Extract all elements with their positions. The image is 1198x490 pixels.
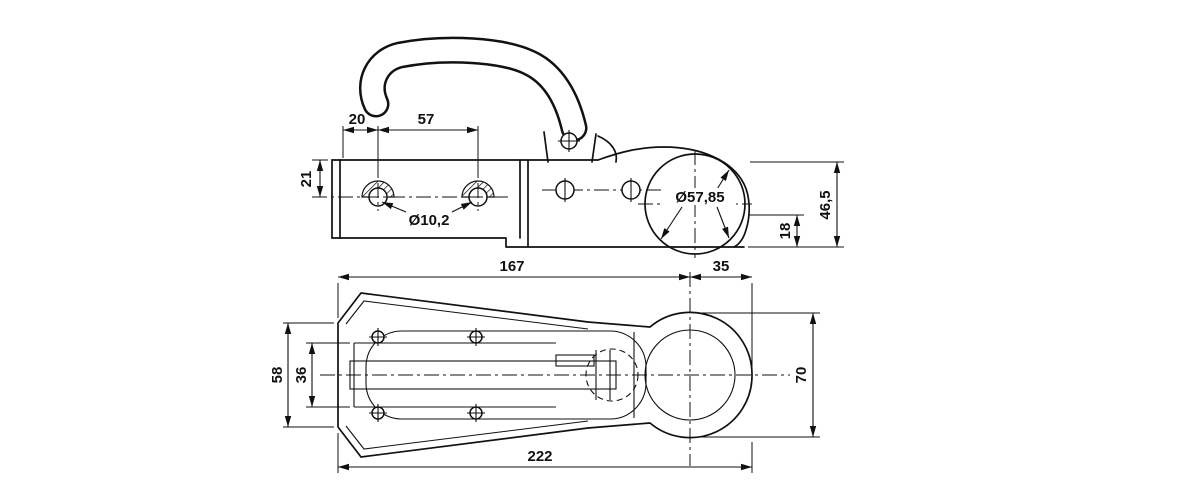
dim-hole-spacing: 57 (418, 111, 435, 128)
dim-ball-diameter: Ø57,85 (675, 189, 724, 206)
dim-ball-center-height: 18 (777, 223, 794, 240)
head-holes (542, 178, 664, 202)
handle-pivot-bracket (543, 130, 618, 163)
plan-wall-holes (369, 328, 485, 422)
side-view (312, 36, 752, 258)
dim-channel-width: 36 (293, 367, 310, 384)
dim-flange-to-hole: 20 (349, 111, 366, 128)
dimensions-side: 20 57 21 Ø10,2 Ø57,85 46,5 18 (298, 111, 844, 248)
dim-head-width: 70 (793, 367, 810, 384)
dim-length-to-ball-center: 167 (499, 258, 524, 275)
body-holes (361, 180, 495, 211)
plan-view (320, 272, 790, 466)
dimensions-plan: 167 35 58 36 70 222 (269, 258, 820, 473)
dim-ball-center-to-end: 35 (713, 258, 730, 275)
plan-outer-outline (337, 292, 753, 458)
hitch-body (331, 146, 750, 248)
dim-body-width: 58 (269, 367, 286, 384)
handle-lever (358, 36, 588, 142)
dim-overall-length: 222 (527, 448, 552, 465)
dim-hole-diameter: Ø10,2 (409, 212, 450, 229)
dim-overall-height: 46,5 (817, 190, 834, 219)
dim-top-to-hole-center: 21 (298, 171, 315, 188)
